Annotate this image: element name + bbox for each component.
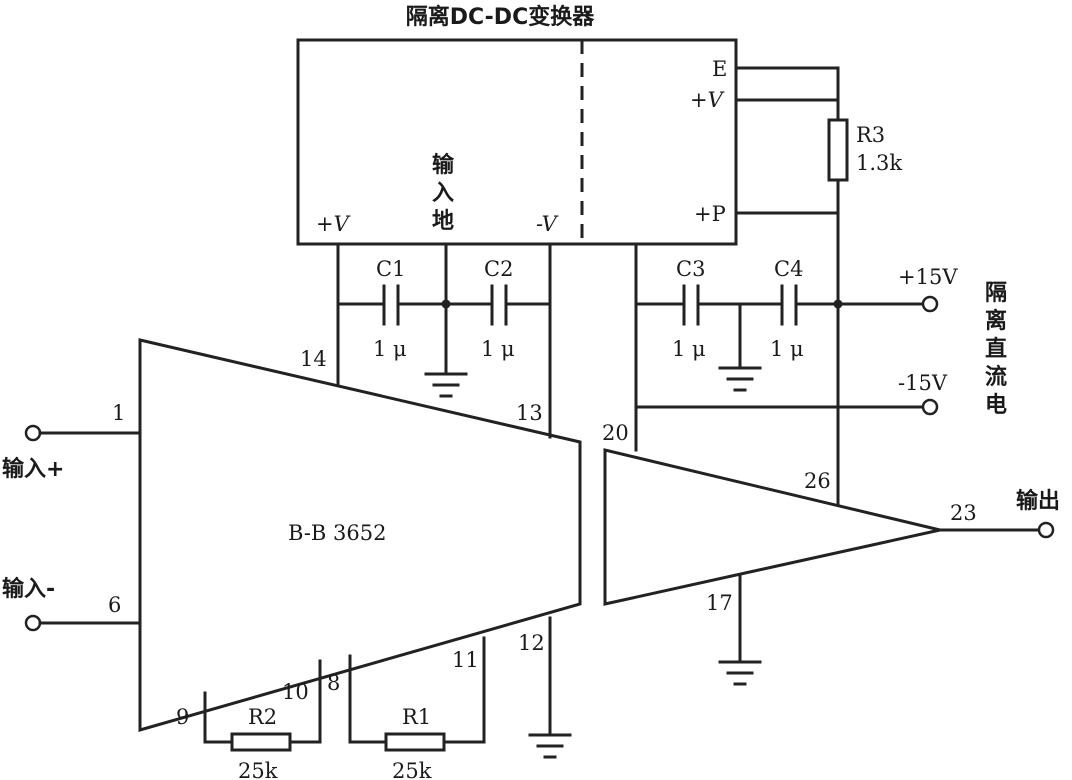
label-minus15: -15V [898,371,948,395]
isolated-dc-char-2: 离 [985,308,1007,334]
isolated-dc-char-4: 流 [985,364,1007,390]
pin-23: 23 [950,501,977,525]
pin-12: 12 [518,631,545,655]
value-R1: 25k [392,759,432,780]
wire-pin8 [348,654,388,744]
pin-label-mv-left: -V [536,212,559,236]
value-C1: 1 μ [373,337,407,361]
terminal-input-plus [24,424,42,442]
pin-8: 8 [327,671,340,695]
label-R3: R3 [856,123,885,147]
junction-ground [441,299,451,309]
terminal-input-minus [24,614,42,632]
input-ground-char-3: 地 [432,209,454,234]
ground-symbol-pin12 [528,733,572,759]
dcdc-converter-box [296,38,738,246]
pin-label-pp: +P [694,202,726,226]
ground-symbol-pin17 [718,660,762,686]
resistor-R2 [230,732,292,752]
amplifier-output-stage [603,448,941,606]
pin-26: 26 [804,469,831,493]
resistor-R1 [384,732,446,752]
wire-pin9 [203,691,234,744]
pin-9: 9 [176,705,189,729]
pin-label-E: E [712,57,727,81]
input-ground-char-1: 输 [432,152,455,178]
ground-symbol-output-side [718,366,762,392]
label-C1: C1 [376,257,405,281]
ground-symbol-input [424,372,468,398]
pin-label-pv-right: +V [690,88,725,112]
terminal-output [1037,521,1055,539]
terminal-minus15 [921,398,939,416]
pin-13: 13 [516,401,543,425]
label-R1: R1 [402,705,431,729]
value-R2: 25k [238,759,278,780]
label-C3: C3 [676,257,705,281]
junction-plus15 [833,299,843,309]
label-R2: R2 [248,705,277,729]
pin-14: 14 [300,347,327,371]
pin-20: 20 [602,421,629,445]
pin-1: 1 [112,401,125,425]
wire-pin11 [442,636,486,744]
pin-6: 6 [108,593,121,617]
pin-11: 11 [452,648,479,672]
converter-title: 隔离DC-DC变换器 [406,4,595,30]
label-input-plus: 输入+ [2,456,64,482]
label-C4: C4 [774,257,803,281]
resistor-R3 [827,118,849,182]
value-R3: 1.3k [856,151,902,175]
pin-10: 10 [282,680,309,704]
value-C4: 1 μ [770,337,804,361]
value-C3: 1 μ [672,337,706,361]
label-C2: C2 [484,257,513,281]
value-C2: 1 μ [481,337,515,361]
isolated-dc-char-3: 直 [985,336,1007,362]
isolated-dc-char-5: 电 [985,393,1007,418]
isolated-dc-char-1: 隔 [985,281,1007,306]
input-ground-char-2: 入 [432,181,454,206]
amplifier-input-stage [138,338,582,732]
pin-17: 17 [706,591,733,615]
wire-pin10 [288,659,322,744]
label-output: 输出 [1016,488,1060,514]
pin-label-pv-left: +V [316,212,351,236]
wire-E [734,66,840,122]
label-plus15: +15V [898,265,958,289]
chip-name: B-B 3652 [288,521,386,545]
label-input-minus: 输入- [2,576,55,602]
terminal-plus15 [921,295,939,313]
